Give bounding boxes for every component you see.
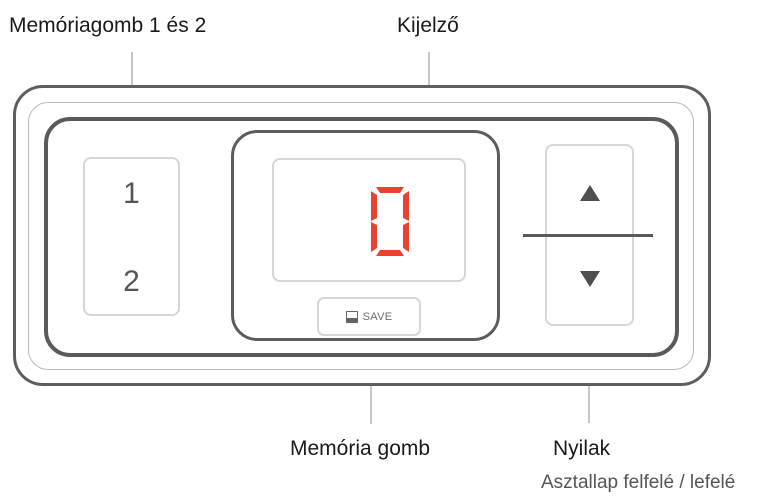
- memory-buttons-group: 1 2: [83, 157, 180, 316]
- memory-save-icon: [345, 310, 358, 323]
- arrow-divider-line: [523, 234, 653, 237]
- seven-segment-digit: 0: [371, 187, 409, 256]
- display-screen: 0: [272, 158, 466, 282]
- memory-1-button[interactable]: 1: [123, 177, 140, 210]
- segment-b: [403, 191, 409, 221]
- triangle-down-icon[interactable]: [579, 270, 601, 288]
- arrows-description: Asztallap felfelé / lefelé: [541, 472, 736, 493]
- segment-c: [403, 222, 409, 252]
- segment-a: [376, 187, 404, 193]
- segment-e: [371, 222, 377, 252]
- memory-buttons-label: Memóriagomb 1 és 2: [9, 14, 207, 37]
- segment-d: [376, 250, 404, 256]
- triangle-up-icon[interactable]: [579, 184, 601, 202]
- save-button[interactable]: SAVE: [317, 297, 421, 336]
- arrows-label: Nyilak: [553, 437, 611, 460]
- memory-2-button[interactable]: 2: [123, 265, 140, 298]
- controller-panel: [44, 117, 679, 357]
- segment-f: [371, 191, 377, 221]
- memory-button-label: Memória gomb: [290, 437, 431, 460]
- controller-inner-frame: [28, 102, 694, 370]
- display-label: Kijelző: [397, 14, 459, 37]
- save-button-label: SAVE: [362, 310, 393, 323]
- display-housing: [231, 130, 500, 341]
